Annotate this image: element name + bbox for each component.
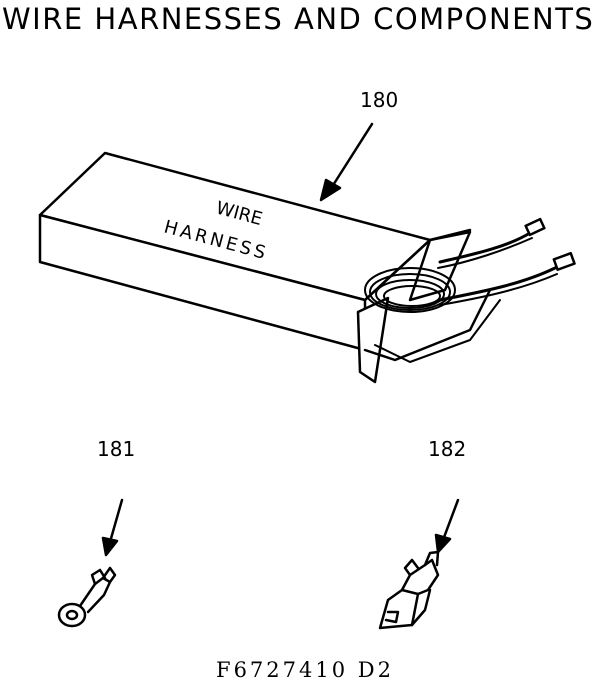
ring-terminal-181 [57,498,124,628]
callout-182: 182 [428,437,467,461]
callout-180: 180 [360,88,399,112]
drawing-code: F6727410 D2 [216,658,394,682]
arrow-180 [319,122,374,202]
wire-coil [364,267,456,313]
spade-terminal-182 [378,498,460,630]
harness-box [38,151,576,384]
page-title: WIRE HARNESSES AND COMPONENTS [2,2,595,36]
callout-181: 181 [97,437,136,461]
